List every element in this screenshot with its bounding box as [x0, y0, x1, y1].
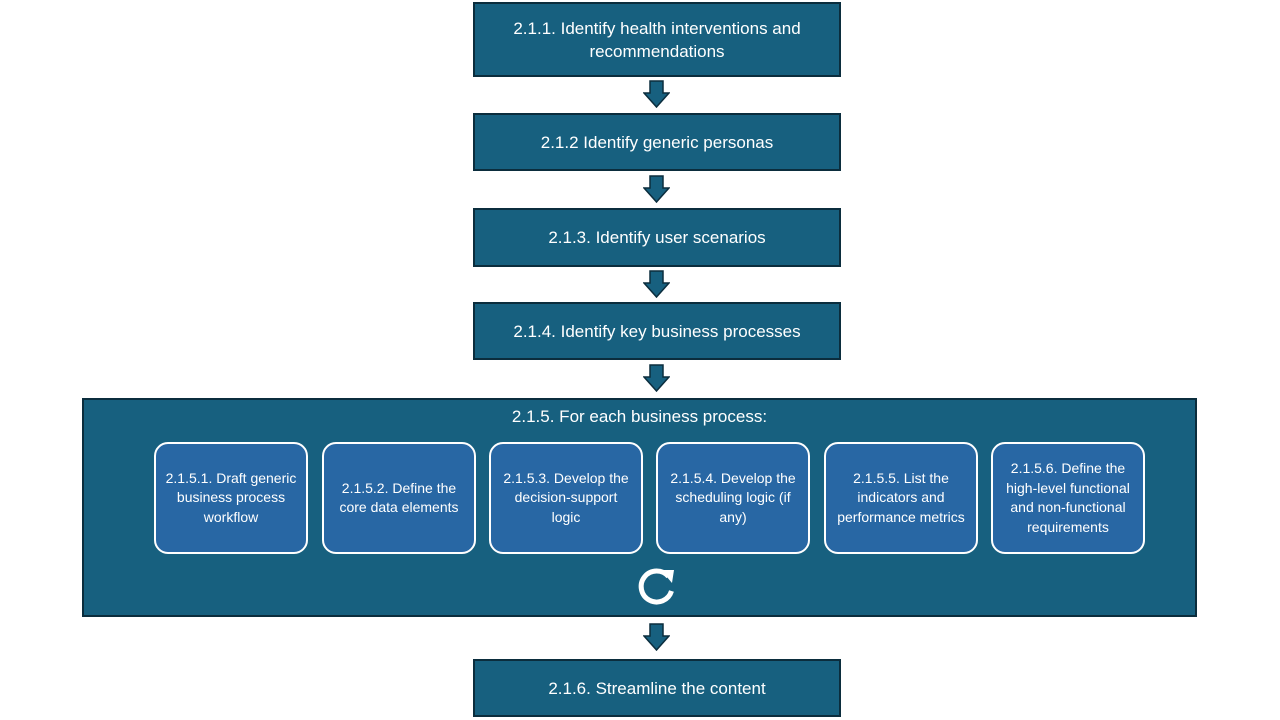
- substep-scheduling-logic: 2.1.5.4. Develop the scheduling logic (i…: [656, 442, 810, 554]
- refresh-cycle-icon: [635, 566, 679, 610]
- arrow-down-icon: [643, 175, 670, 203]
- step-identify-health-interventions: 2.1.1. Identify health interventions and…: [473, 2, 841, 77]
- substep-decision-support-logic: 2.1.5.3. Develop the decision-support lo…: [489, 442, 643, 554]
- substep-label: 2.1.5.4. Develop the scheduling logic (i…: [670, 469, 796, 525]
- substep-label: 2.1.5.1. Draft generic business process …: [165, 469, 297, 525]
- substep-draft-workflow: 2.1.5.1. Draft generic business process …: [154, 442, 308, 554]
- business-process-panel: 2.1.5. For each business process: 2.1.5.…: [82, 398, 1197, 617]
- arrow-down-icon: [643, 623, 670, 651]
- step-streamline-content: 2.1.6. Streamline the content: [473, 659, 841, 717]
- step-label: 2.1.3. Identify user scenarios: [548, 228, 766, 247]
- step-label: 2.1.6. Streamline the content: [548, 678, 766, 698]
- step-label: 2.1.2 Identify generic personas: [540, 132, 774, 152]
- arrow-down-icon: [643, 80, 670, 108]
- step-identify-key-business-processes: 2.1.4. Identify key business processes: [473, 302, 841, 360]
- substep-label: 2.1.5.6. Define the high-level functiona…: [1006, 460, 1130, 535]
- arrow-down-icon: [643, 364, 670, 392]
- substep-requirements: 2.1.5.6. Define the high-level functiona…: [991, 442, 1145, 554]
- step-label: 2.1.4. Identify key business processes: [513, 321, 801, 341]
- substep-label: 2.1.5.2. Define the core data elements: [339, 479, 459, 516]
- substep-label: 2.1.5.3. Develop the decision-support lo…: [503, 469, 629, 525]
- panel-title: 2.1.5. For each business process:: [511, 407, 768, 426]
- step-identify-user-scenarios: 2.1.3. Identify user scenarios: [473, 208, 841, 267]
- arrow-down-icon: [643, 270, 670, 298]
- substep-label: 2.1.5.5. List the indicators and perform…: [837, 469, 965, 525]
- substep-indicators-metrics: 2.1.5.5. List the indicators and perform…: [824, 442, 978, 554]
- substep-core-data-elements: 2.1.5.2. Define the core data elements: [322, 442, 476, 554]
- step-label: 2.1.1. Identify health interventions and…: [513, 18, 801, 61]
- step-identify-generic-personas: 2.1.2 Identify generic personas: [473, 113, 841, 171]
